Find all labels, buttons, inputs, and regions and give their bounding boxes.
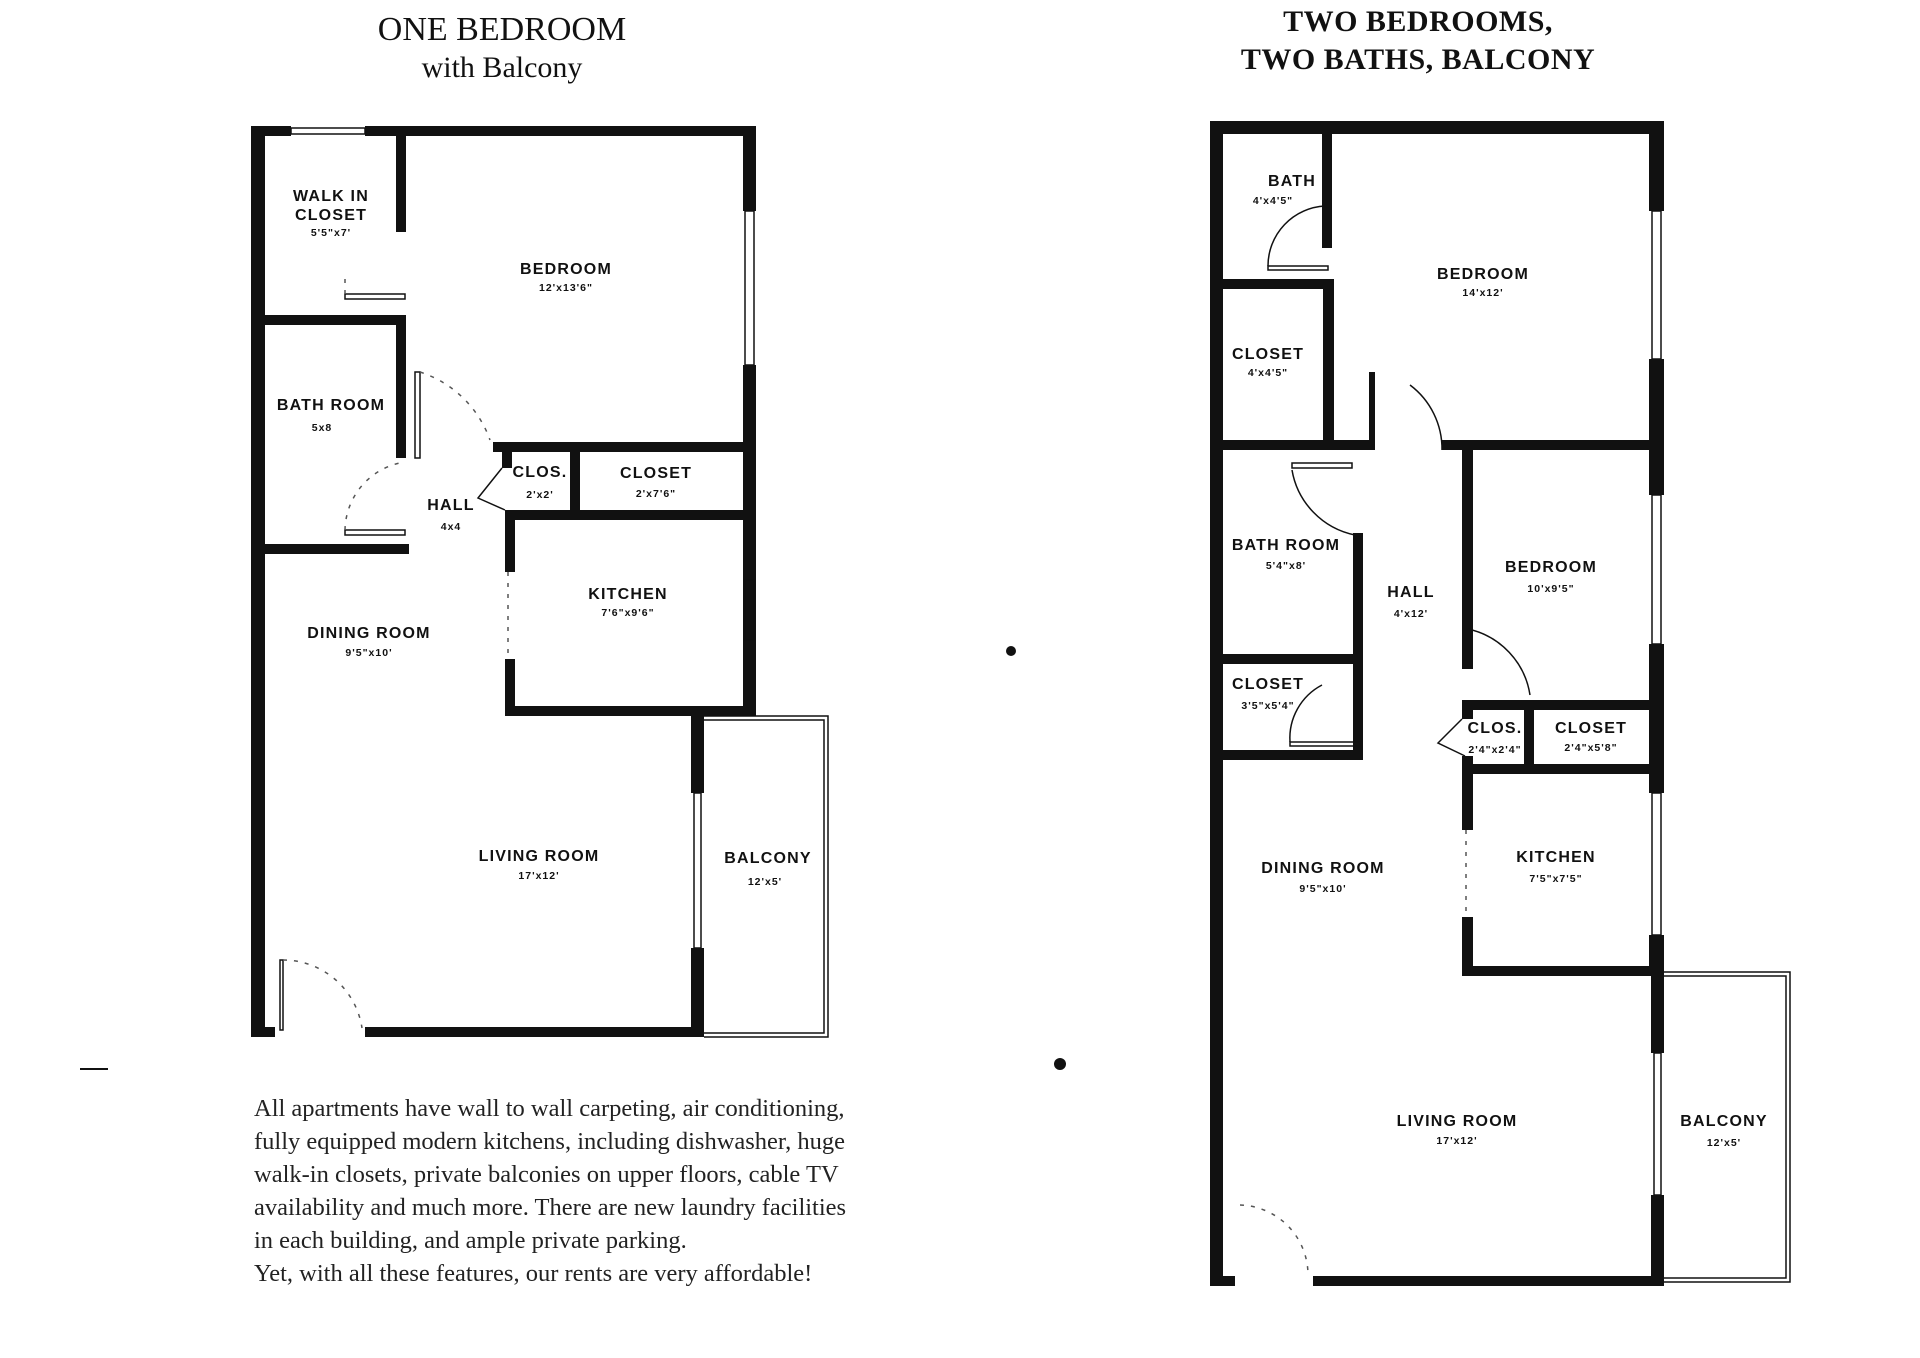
svg-text:BALCONY: BALCONY <box>724 850 812 867</box>
svg-text:DINING ROOM: DINING ROOM <box>1261 860 1384 877</box>
room-bedroom: BEDROOM 12'x13'6" <box>520 261 612 294</box>
svg-text:4x4: 4x4 <box>441 521 462 533</box>
room-living-room: LIVING ROOM 17'x12' <box>479 848 600 882</box>
description-line: availability and much more. There are ne… <box>254 1194 847 1221</box>
amenities-description: All apartments have wall to wall carpeti… <box>254 1092 954 1290</box>
room-kitchen: KITCHEN 7'6"x9'6" <box>588 586 668 619</box>
svg-text:CLOSET: CLOSET <box>1232 346 1304 363</box>
svg-text:7'5"x7'5": 7'5"x7'5" <box>1529 873 1582 885</box>
svg-text:12'x5': 12'x5' <box>1707 1137 1741 1149</box>
room-dining-room: DINING ROOM 9'5"x10' <box>1261 860 1384 895</box>
svg-text:CLOSET: CLOSET <box>1555 720 1627 737</box>
svg-text:CLOSET: CLOSET <box>295 207 367 224</box>
svg-text:17'x12': 17'x12' <box>518 870 559 882</box>
svg-text:2'x2': 2'x2' <box>526 489 554 501</box>
svg-text:5'4"x8': 5'4"x8' <box>1266 560 1306 572</box>
two-bedroom-plan: BATH 4'x4'5" BEDROOM 14'x12' CLOSET 4'x4… <box>1210 121 1791 1286</box>
room-bedroom-2: BEDROOM 10'x9'5" <box>1505 559 1597 595</box>
svg-text:17'x12': 17'x12' <box>1436 1135 1477 1147</box>
svg-text:5x8: 5x8 <box>312 422 333 434</box>
svg-text:DINING ROOM: DINING ROOM <box>307 625 430 642</box>
room-balcony: BALCONY 12'x5' <box>1680 1113 1768 1149</box>
room-balcony: BALCONY 12'x5' <box>724 850 812 888</box>
svg-text:7'6"x9'6": 7'6"x9'6" <box>601 607 654 619</box>
svg-text:BEDROOM: BEDROOM <box>1505 559 1597 576</box>
svg-text:2'4"x5'8": 2'4"x5'8" <box>1564 742 1617 754</box>
speck <box>80 1068 108 1070</box>
svg-text:CLOS.: CLOS. <box>1468 720 1523 737</box>
room-bath-room: BATH ROOM 5'4"x8' <box>1232 537 1340 572</box>
svg-text:4'x4'5": 4'x4'5" <box>1253 195 1293 207</box>
room-closet: CLOSET 2'x7'6" <box>620 465 692 500</box>
svg-text:WALK IN: WALK IN <box>293 188 369 205</box>
svg-text:BATH: BATH <box>1268 173 1316 190</box>
description-line: All apartments have wall to wall carpeti… <box>254 1095 845 1122</box>
svg-text:LIVING ROOM: LIVING ROOM <box>1397 1113 1518 1130</box>
description-line: walk-in closets, private balconies on up… <box>254 1161 839 1188</box>
two-bedroom-title: TWO BEDROOMS, <box>1283 5 1553 38</box>
description-line: Yet, with all these features, our rents … <box>254 1260 813 1287</box>
svg-text:9'5"x10': 9'5"x10' <box>1299 883 1346 895</box>
one-bedroom-subtitle: with Balcony <box>422 51 583 84</box>
svg-text:9'5"x10': 9'5"x10' <box>345 647 392 659</box>
svg-text:2'4"x2'4": 2'4"x2'4" <box>1468 744 1521 756</box>
svg-text:12'x13'6": 12'x13'6" <box>539 282 593 294</box>
svg-text:HALL: HALL <box>1387 584 1434 601</box>
svg-text:CLOSET: CLOSET <box>1232 676 1304 693</box>
svg-text:CLOS.: CLOS. <box>513 464 568 481</box>
room-living-room: LIVING ROOM 17'x12' <box>1397 1113 1518 1147</box>
svg-text:LIVING ROOM: LIVING ROOM <box>479 848 600 865</box>
svg-text:14'x12': 14'x12' <box>1462 287 1503 299</box>
room-closet-3: CLOSET 2'4"x5'8" <box>1555 720 1627 754</box>
room-hall: HALL 4x4 <box>427 497 474 533</box>
svg-text:12'x5': 12'x5' <box>748 876 782 888</box>
room-bedroom-1: BEDROOM 14'x12' <box>1437 266 1529 299</box>
svg-text:CLOSET: CLOSET <box>620 465 692 482</box>
room-bath: BATH 4'x4'5" <box>1253 173 1316 207</box>
speck <box>1006 646 1016 656</box>
room-clos: CLOS. 2'x2' <box>513 464 568 501</box>
room-closet-1: CLOSET 4'x4'5" <box>1232 346 1304 379</box>
svg-text:BEDROOM: BEDROOM <box>1437 266 1529 283</box>
room-bath-room: BATH ROOM 5x8 <box>277 397 385 434</box>
svg-text:3'5"x5'4": 3'5"x5'4" <box>1241 700 1294 712</box>
description-line: in each building, and ample private park… <box>254 1227 687 1254</box>
svg-text:2'x7'6": 2'x7'6" <box>636 488 676 500</box>
svg-text:BALCONY: BALCONY <box>1680 1113 1768 1130</box>
two-bedroom-subtitle: TWO BATHS, BALCONY <box>1241 43 1595 76</box>
svg-text:BATH ROOM: BATH ROOM <box>277 397 385 414</box>
room-dining-room: DINING ROOM 9'5"x10' <box>307 625 430 659</box>
svg-text:KITCHEN: KITCHEN <box>1516 849 1596 866</box>
room-clos: CLOS. 2'4"x2'4" <box>1468 720 1523 756</box>
svg-text:BEDROOM: BEDROOM <box>520 261 612 278</box>
room-kitchen: KITCHEN 7'5"x7'5" <box>1516 849 1596 885</box>
speck <box>1054 1058 1066 1070</box>
svg-text:HALL: HALL <box>427 497 474 514</box>
svg-text:KITCHEN: KITCHEN <box>588 586 668 603</box>
room-hall: HALL 4'x12' <box>1387 584 1434 620</box>
svg-text:10'x9'5": 10'x9'5" <box>1527 583 1574 595</box>
one-bedroom-plan: WALK IN CLOSET 5'5"x7' BEDROOM 12'x13'6"… <box>251 126 829 1038</box>
svg-text:5'5"x7': 5'5"x7' <box>311 227 351 239</box>
svg-text:4'x12': 4'x12' <box>1394 608 1428 620</box>
svg-text:BATH ROOM: BATH ROOM <box>1232 537 1340 554</box>
one-bedroom-title: ONE BEDROOM <box>378 11 626 48</box>
svg-text:4'x4'5": 4'x4'5" <box>1248 367 1288 379</box>
description-line: fully equipped modern kitchens, includin… <box>254 1128 845 1155</box>
room-walk-in-closet: WALK IN CLOSET 5'5"x7' <box>293 188 369 239</box>
room-closet-2: CLOSET 3'5"x5'4" <box>1232 676 1304 712</box>
